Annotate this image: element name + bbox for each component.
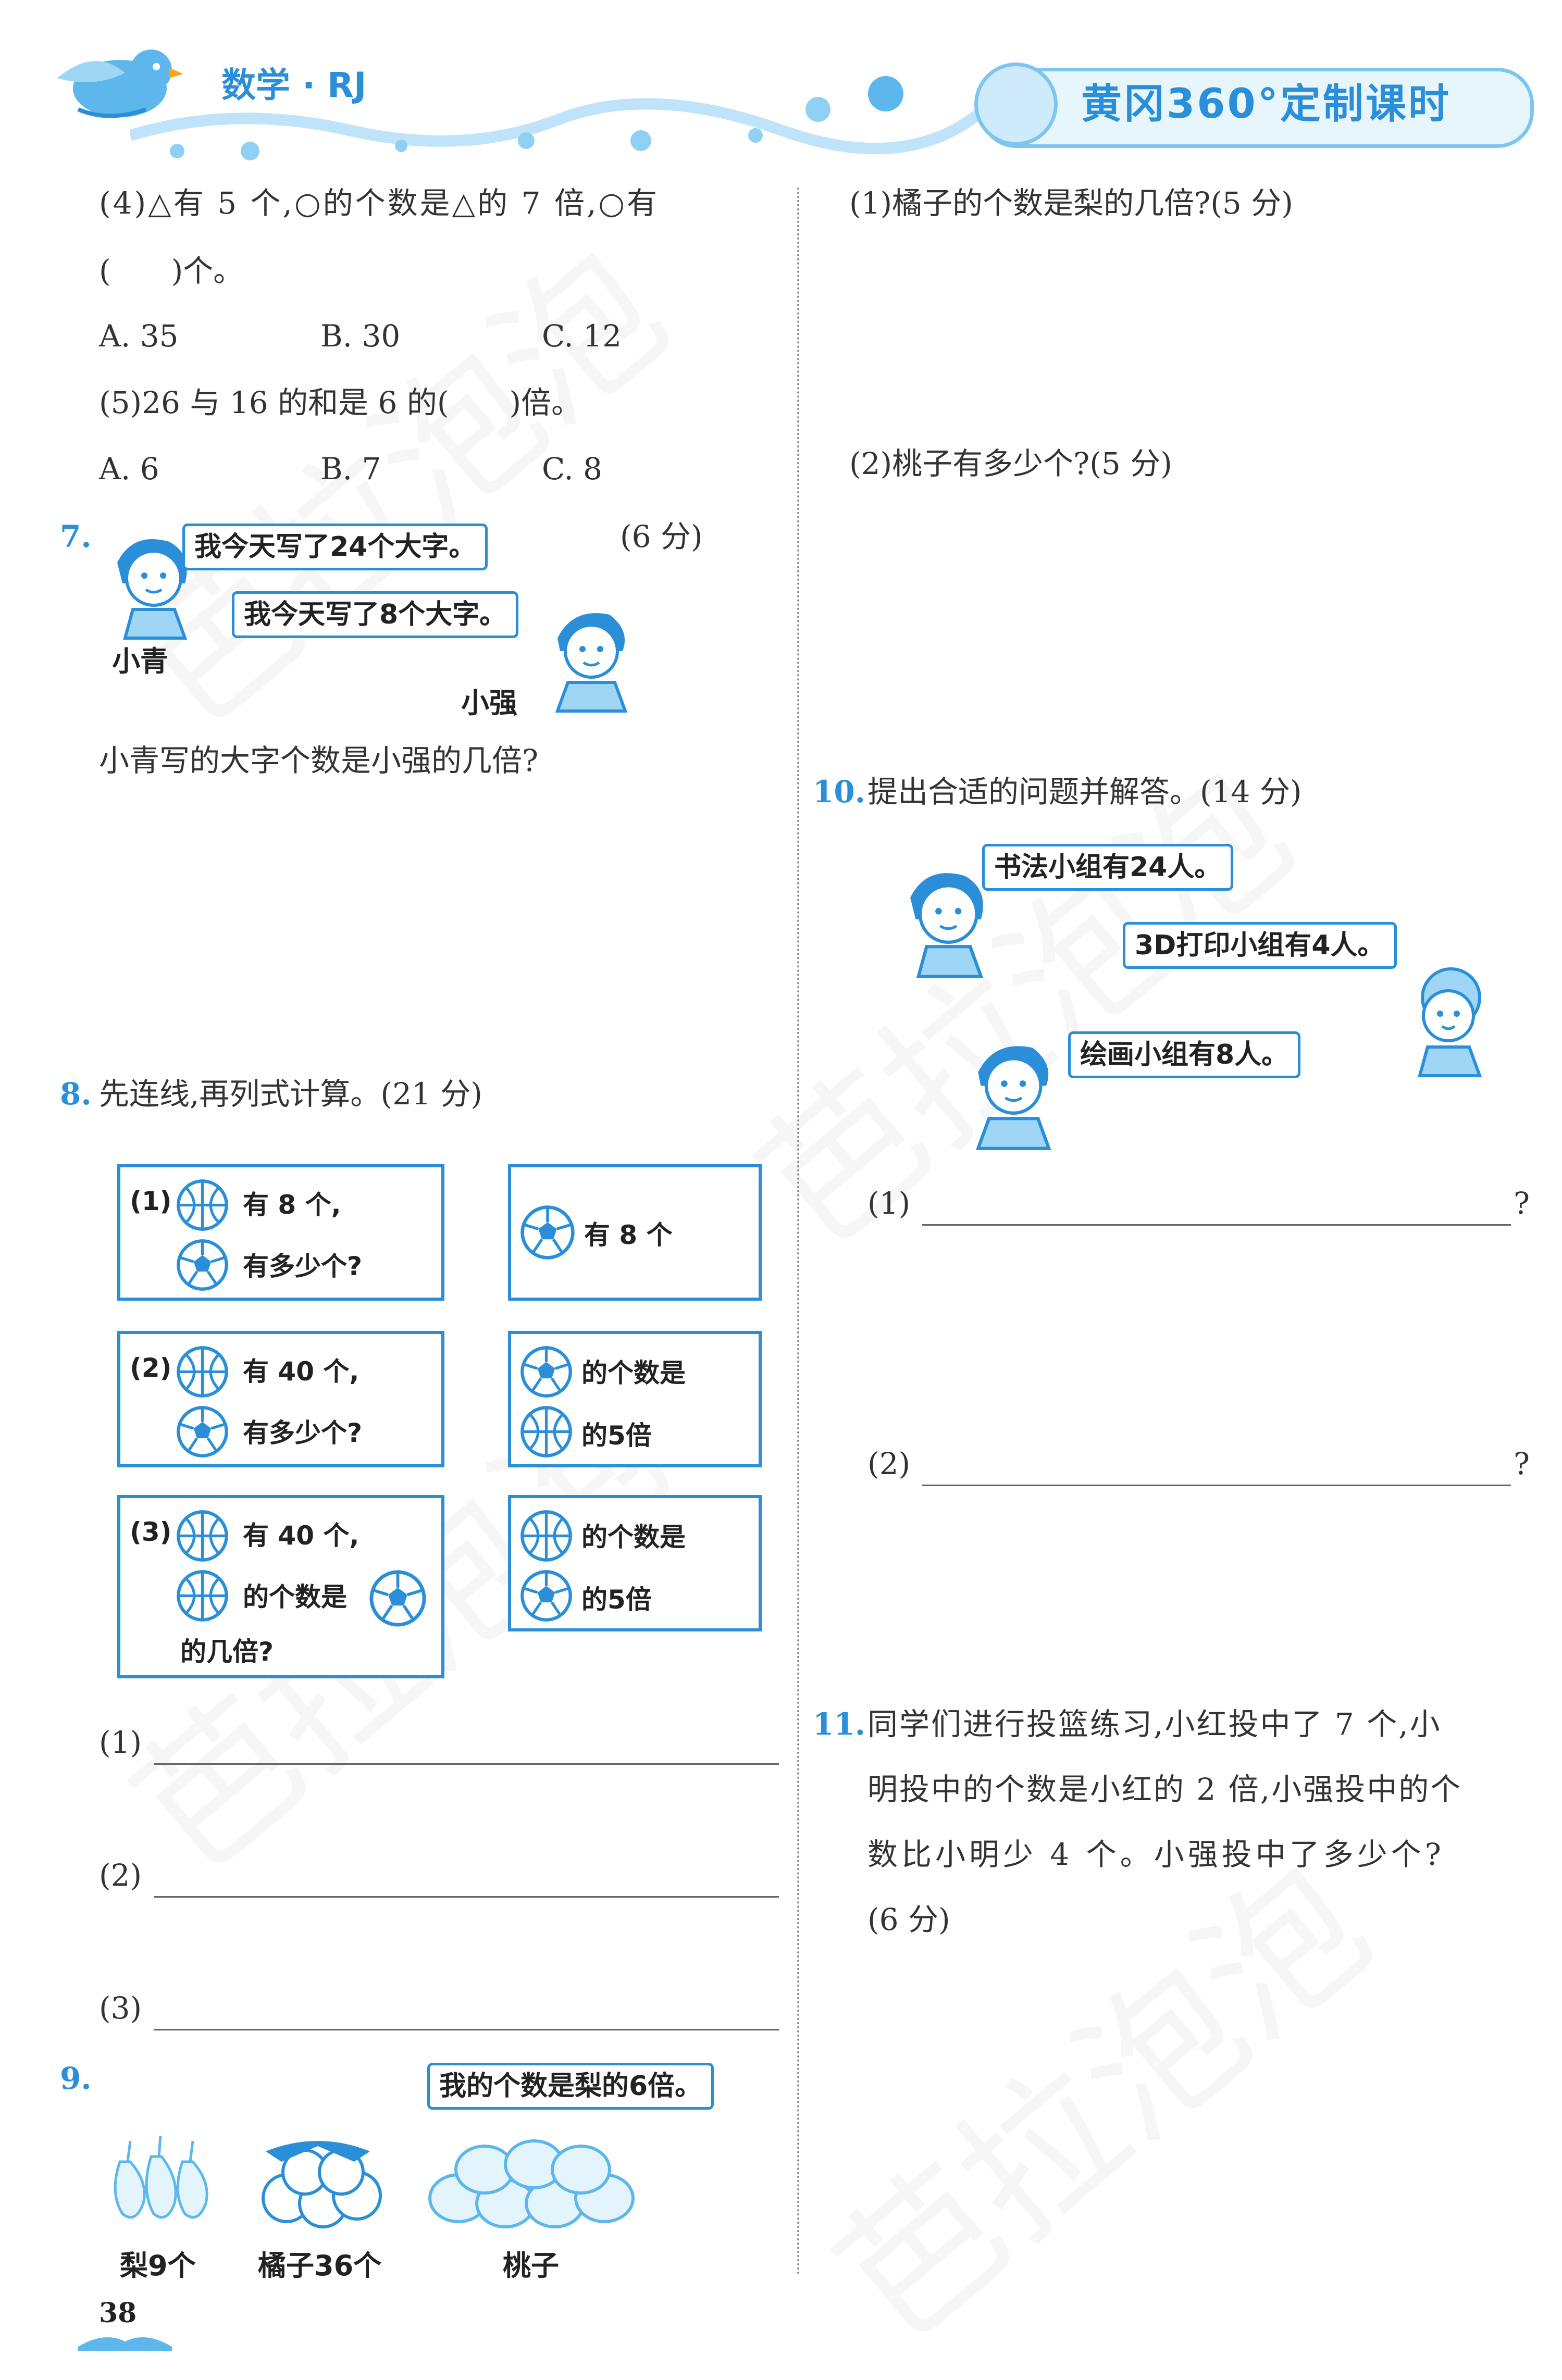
watermark: 芭拉泡泡 <box>782 1805 1406 2380</box>
soccer-ball-icon <box>177 1239 228 1291</box>
soccer-ball-icon <box>369 1570 426 1627</box>
q10-bubble-calligraphy: 书法小组有24人。 <box>982 844 1234 891</box>
column-divider <box>797 188 799 2276</box>
q8-answer-line-2[interactable] <box>154 1896 779 1898</box>
q8-rbox2-line2: 的5倍 <box>581 1420 652 1451</box>
page-number: 38 <box>99 2297 137 2329</box>
q9-caption-peaches: 桃子 <box>503 2249 559 2282</box>
q9-sub1: (1)橘子的个数是梨的几倍?(5 分) <box>849 185 1293 221</box>
q9-caption-pears: 梨9个 <box>120 2249 196 2282</box>
wave-decoration <box>130 76 990 160</box>
q8-box3-line3: 的几倍? <box>180 1637 274 1667</box>
q5-option-a: A. 6 <box>99 451 159 487</box>
q8-box2-line2: 有多少个? <box>243 1418 363 1448</box>
q5-option-c: C. 8 <box>542 451 603 487</box>
q9-sub2: (2)桃子有多少个?(5 分) <box>849 446 1172 481</box>
boy-character-icon <box>975 1046 1051 1150</box>
q5-option-b: B. 7 <box>320 451 381 487</box>
q8-title: 先连线,再列式计算。(21 分) <box>99 1076 482 1112</box>
q10-blank-line-2[interactable] <box>922 1485 1511 1486</box>
q8-answer-label-3: (3) <box>99 1990 142 2026</box>
q8-rbox2-line1: 的个数是 <box>581 1358 686 1388</box>
girl-character-icon <box>910 873 984 978</box>
book-icon <box>78 2337 172 2351</box>
basketball-icon <box>177 1570 228 1622</box>
q4-stem-line2: ( )个。 <box>99 253 244 289</box>
q7-name-xiaoqing: 小青 <box>112 645 168 678</box>
q7-score: (6 分) <box>620 519 703 554</box>
page-header: 数学 · RJ 黄冈360°定制课时 <box>0 0 1562 172</box>
q8-box2-line1: 有 40 个, <box>243 1356 359 1387</box>
q8-answer-label-1: (1) <box>99 1725 142 1760</box>
basketball-icon <box>520 1406 572 1457</box>
pears-icon <box>114 2135 208 2219</box>
q7-number: 7. <box>60 519 92 554</box>
soccer-ball-icon <box>520 1346 572 1398</box>
brand-pill-circle <box>974 63 1058 146</box>
girl-character-icon <box>117 539 188 640</box>
soccer-ball-icon <box>520 1570 572 1622</box>
q8-left-box-3[interactable]: (3) 有 40 个, 的个数是 的几倍? <box>117 1495 444 1678</box>
q8-rbox1-line1: 有 8 个 <box>584 1220 673 1250</box>
q10-blank-end-2: ? <box>1514 1446 1530 1481</box>
basketball-icon <box>177 1179 228 1231</box>
q8-box3-label: (3) <box>130 1517 172 1547</box>
q8-box1-line1: 有 8 个, <box>243 1190 341 1220</box>
q8-left-box-1[interactable]: (1) 有 8 个, 有多少个? <box>117 1164 444 1301</box>
q10-blank-line-1[interactable] <box>922 1224 1511 1226</box>
girl2-character-icon <box>1418 967 1482 1077</box>
q9-number: 9. <box>60 2061 92 2096</box>
q7-name-xiaoqiang: 小强 <box>461 687 517 719</box>
basketball-icon <box>177 1346 228 1398</box>
subject-label: 数学 · RJ <box>221 65 367 105</box>
q8-answer-line-3[interactable] <box>154 2029 779 2030</box>
soccer-ball-icon <box>177 1406 228 1457</box>
q8-box2-label: (2) <box>130 1353 172 1383</box>
q8-right-box-3[interactable]: 的个数是 的5倍 <box>508 1495 762 1631</box>
q10-blank-label-1: (1) <box>867 1186 911 1221</box>
q8-box3-line1: 有 40 个, <box>243 1521 359 1551</box>
q11-line4: (6 分) <box>867 1902 950 1937</box>
q4-option-b: B. 30 <box>320 318 401 354</box>
q10-bubble-3d-printing: 3D打印小组有4人。 <box>1123 922 1397 969</box>
q8-answer-line-1[interactable] <box>154 1763 779 1765</box>
q7-bubble-boy: 我今天写了8个大字。 <box>232 591 519 638</box>
q8-left-box-2[interactable]: (2) 有 40 个, 有多少个? <box>117 1331 444 1467</box>
bird-logo-icon <box>57 49 182 118</box>
oranges-icon <box>262 2141 382 2228</box>
q8-box3-line2: 的个数是 <box>243 1582 347 1612</box>
boy-character-icon <box>555 613 628 713</box>
q11-number: 11. <box>813 1706 865 1742</box>
q10-bubble-painting: 绘画小组有8人。 <box>1068 1031 1301 1078</box>
q10-blank-label-2: (2) <box>867 1446 911 1481</box>
q9-caption-oranges: 橘子36个 <box>258 2249 382 2282</box>
q8-rbox3-line2: 的5倍 <box>581 1585 652 1615</box>
q4-option-a: A. 35 <box>99 318 179 354</box>
q5-stem: (5)26 与 16 的和是 6 的( )倍。 <box>99 385 582 420</box>
q4-option-c: C. 12 <box>542 318 622 354</box>
q10-blank-end-1: ? <box>1514 1186 1530 1221</box>
peaches-icon <box>428 2139 635 2228</box>
basketball-icon <box>520 1510 572 1562</box>
q8-right-box-2[interactable]: 的个数是 的5倍 <box>508 1331 762 1467</box>
q8-rbox3-line1: 的个数是 <box>581 1522 686 1552</box>
q8-answer-label-2: (2) <box>99 1858 142 1893</box>
q8-box1-line2: 有多少个? <box>243 1251 363 1281</box>
q11-line1: 同学们进行投篮练习,小红投中了 7 个,小 <box>867 1706 1442 1742</box>
soccer-ball-icon <box>520 1205 575 1260</box>
q8-right-box-1[interactable]: 有 8 个 <box>508 1164 762 1301</box>
q8-box1-label: (1) <box>130 1186 172 1216</box>
q7-bubble-girl: 我今天写了24个大字。 <box>182 524 488 570</box>
q10-title: 提出合适的问题并解答。(14 分) <box>867 774 1302 809</box>
basketball-icon <box>177 1510 228 1562</box>
q4-stem-line1: (4)△有 5 个,○的个数是△的 7 倍,○有 <box>99 185 660 221</box>
brand-pill <box>980 68 1534 148</box>
q9-bubble-peach: 我的个数是梨的6倍。 <box>427 2063 714 2110</box>
q7-question: 小青写的大字个数是小强的几倍? <box>99 743 539 778</box>
q11-line3: 数比小明少 4 个。小强投中了多少个? <box>867 1837 1445 1872</box>
q8-number: 8. <box>60 1076 92 1112</box>
q10-number: 10. <box>813 774 865 809</box>
q11-line2: 明投中的个数是小红的 2 倍,小强投中的个 <box>867 1772 1462 1807</box>
brand-title: 黄冈360°定制课时 <box>1081 81 1451 128</box>
